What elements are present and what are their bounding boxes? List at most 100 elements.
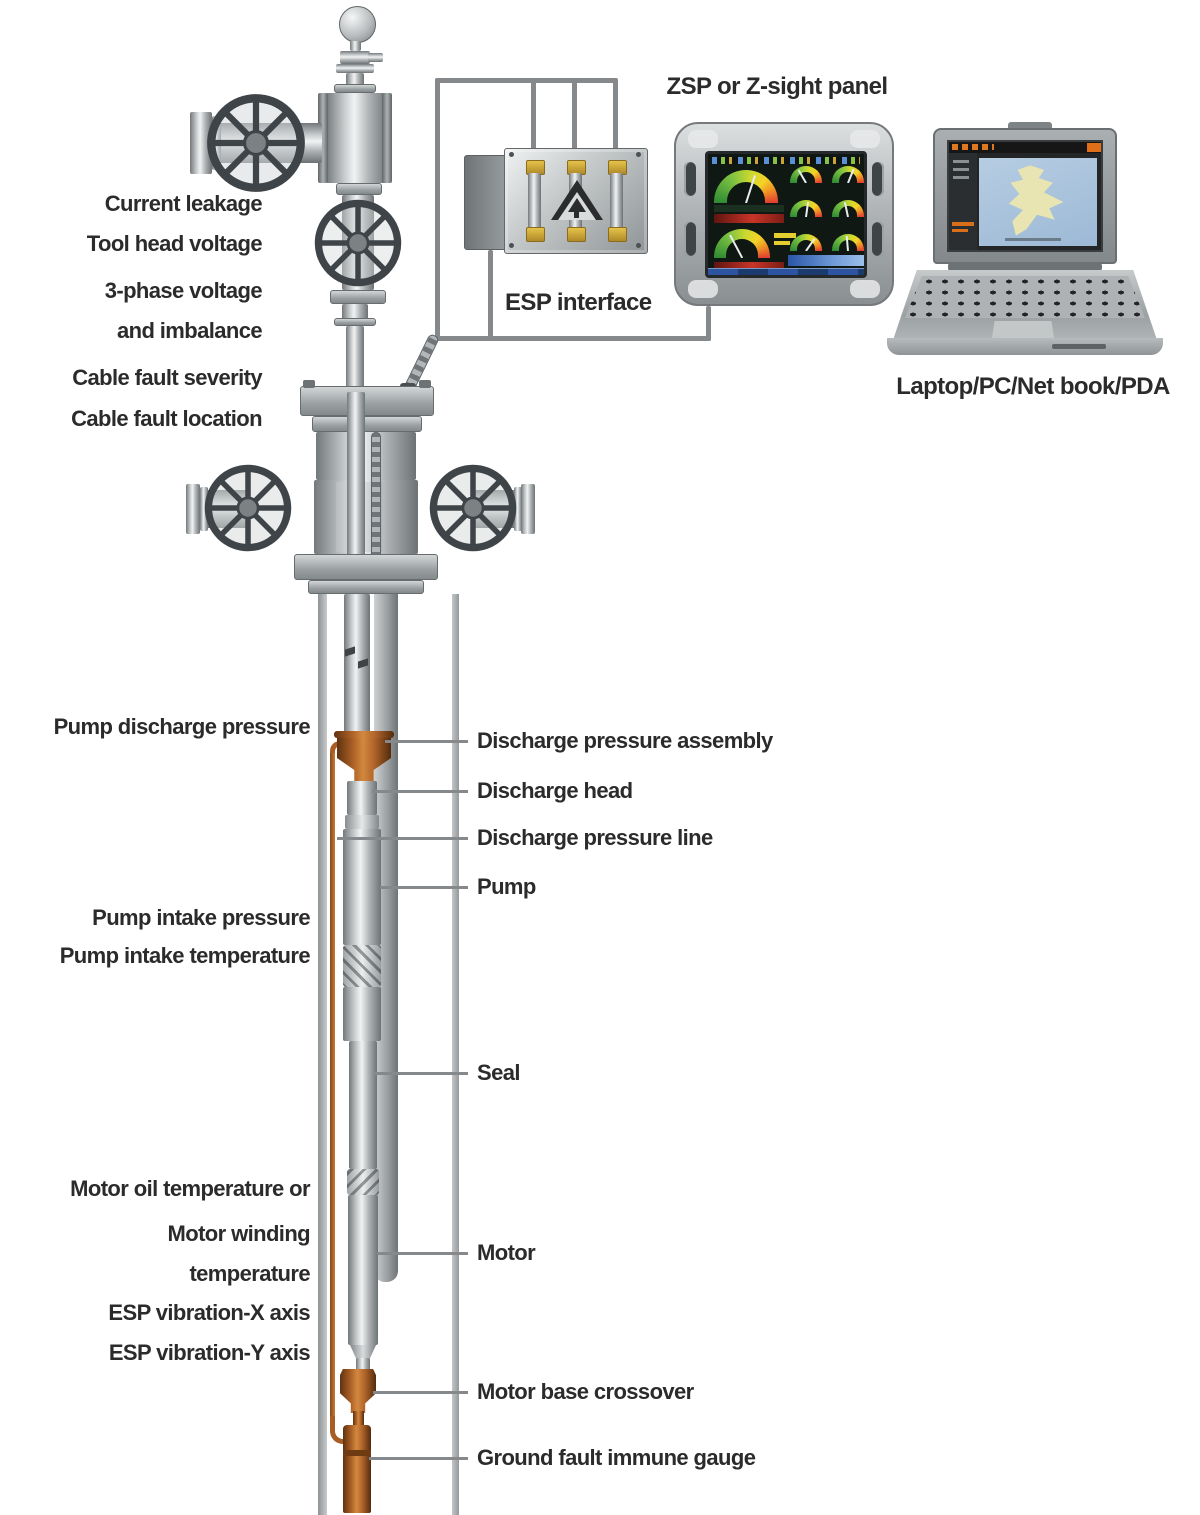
titlebar-orange-button [1087, 143, 1101, 152]
panel-screen [705, 151, 867, 278]
casing-left-wall [318, 594, 327, 1515]
upper-valve-flange-left [318, 93, 328, 183]
gauge-small-1 [790, 166, 822, 183]
pump-body [343, 829, 381, 945]
sidebar-menu-dash-1 [953, 160, 969, 163]
ground-fault-immune-gauge-body [343, 1425, 371, 1513]
label-and-imbalance: and imbalance [116, 318, 263, 343]
base-flange [294, 554, 438, 580]
label-current-leakage: Current leakage [104, 191, 263, 216]
flange-bolt-right [419, 380, 431, 388]
screen-red-bar-2 [714, 262, 784, 271]
label-laptop: Laptop/PC/Net book/PDA [896, 373, 1170, 400]
gauge-small-3 [790, 200, 822, 217]
gauge-small-4 [832, 200, 864, 217]
sidebar-menu-dash-2 [953, 168, 969, 171]
box-screw-tr [636, 152, 641, 157]
leader-pump [380, 886, 468, 889]
mid-flange-upper [336, 183, 382, 195]
swab-valve-neck [346, 73, 364, 85]
box-screw-bl [509, 243, 514, 248]
fuse-2-bottom-cap [567, 227, 586, 242]
gauge-frequency [714, 170, 778, 203]
motor-neck [356, 1358, 370, 1370]
crossover-neck [353, 1411, 364, 1427]
label-discharge-head: Discharge head [477, 778, 633, 803]
screen-bottom-strip [708, 268, 864, 275]
gauge-band [343, 1450, 371, 1456]
label-discharge-pressure-line: Discharge pressure line [477, 825, 713, 850]
sidebar-orange-line-1 [952, 222, 974, 226]
screen-yellow-readout-2 [774, 241, 790, 245]
gauge-small-5 [790, 234, 822, 251]
label-pump: Pump [477, 874, 536, 899]
gauge-small-6 [832, 234, 864, 251]
screen-red-bar-1 [714, 214, 784, 223]
lower-tree-neck [316, 432, 416, 480]
map-view [979, 158, 1097, 246]
motor-body [348, 1195, 378, 1345]
laptop-touchpad [992, 321, 1054, 338]
label-cable-fault-location: Cable fault location [71, 406, 263, 431]
leader-seal [374, 1072, 468, 1075]
titlebar-orange-ticks [952, 144, 994, 150]
pump-coupling [345, 815, 379, 829]
screen-yellow-readout-1 [774, 233, 796, 238]
swab-valve-collar [336, 64, 374, 73]
casing-right-wall [452, 594, 459, 1515]
gauge-frequency-label-row [714, 205, 784, 212]
laptop-screen-titlebar [949, 142, 1101, 153]
leader-ground-fault-gauge [369, 1457, 468, 1460]
warning-bolt-mark [568, 198, 586, 212]
leader-discharge-pressure-assembly [385, 740, 468, 743]
motor-taper [350, 1345, 376, 1360]
laptop-screen [947, 140, 1103, 252]
mid-flange-lower [330, 290, 386, 304]
sidebar-menu-dash-3 [953, 176, 969, 179]
fuse-3-bottom-cap [608, 227, 627, 242]
box-screw-br [636, 243, 641, 248]
laptop-hinge [948, 262, 1102, 272]
surface-cable-top-run [435, 78, 618, 83]
interface-output-cable [488, 250, 493, 340]
warning-bolt-stem [574, 212, 579, 218]
label-seal: Seal [477, 1060, 520, 1085]
label-tool-head-voltage: Tool head voltage [86, 231, 263, 256]
label-ground-fault-immune-gauge: Ground fault immune gauge [477, 1445, 756, 1470]
screen-blue-row [788, 255, 864, 266]
laptop-keyboard [905, 276, 1145, 318]
leader-discharge-pressure-line [337, 837, 468, 840]
label-esp-vibration-x: ESP vibration-X axis [108, 1300, 310, 1325]
screen-status-strip [712, 157, 860, 164]
flange-bolt-left [303, 380, 315, 388]
fuse-1-bottom-cap [526, 227, 545, 242]
gauge-side-arm [368, 53, 383, 62]
sidebar-orange-line-2 [952, 229, 968, 232]
label-zsp-panel: ZSP or Z-sight panel [666, 73, 889, 100]
label-discharge-pressure-assembly: Discharge pressure assembly [477, 728, 773, 753]
discharge-head-body [347, 781, 377, 815]
wing-valve-handwheel-icon [207, 94, 305, 192]
panel-vent-right-2 [872, 222, 884, 256]
right-outlet-flange-inner [514, 487, 522, 531]
upper-tubing [346, 326, 364, 392]
label-motor-base-crossover: Motor base crossover [477, 1379, 694, 1404]
gauge-small-2 [832, 166, 864, 183]
gauge-current [714, 229, 770, 258]
interface-drop-cable-2 [572, 80, 577, 150]
laptop-front-slot [1052, 344, 1106, 349]
interface-drop-cable-1 [531, 80, 536, 150]
discharge-assembly-cap [334, 731, 394, 738]
panel-corner-tl [688, 130, 718, 148]
label-3-phase-voltage: 3-phase voltage [104, 278, 263, 303]
right-outlet-flange [521, 484, 535, 534]
map-caption-line [1005, 238, 1061, 241]
label-motor-oil-temperature: Motor oil temperature or [70, 1176, 310, 1201]
map-landmass [1008, 165, 1064, 236]
panel-vent-right-1 [872, 162, 884, 196]
panel-cable-riser [706, 306, 711, 341]
right-casing-valve-handwheel-icon [429, 464, 517, 552]
panel-corner-br [850, 280, 880, 298]
laptop-latch [1008, 122, 1052, 132]
panel-corner-tr [850, 130, 880, 148]
